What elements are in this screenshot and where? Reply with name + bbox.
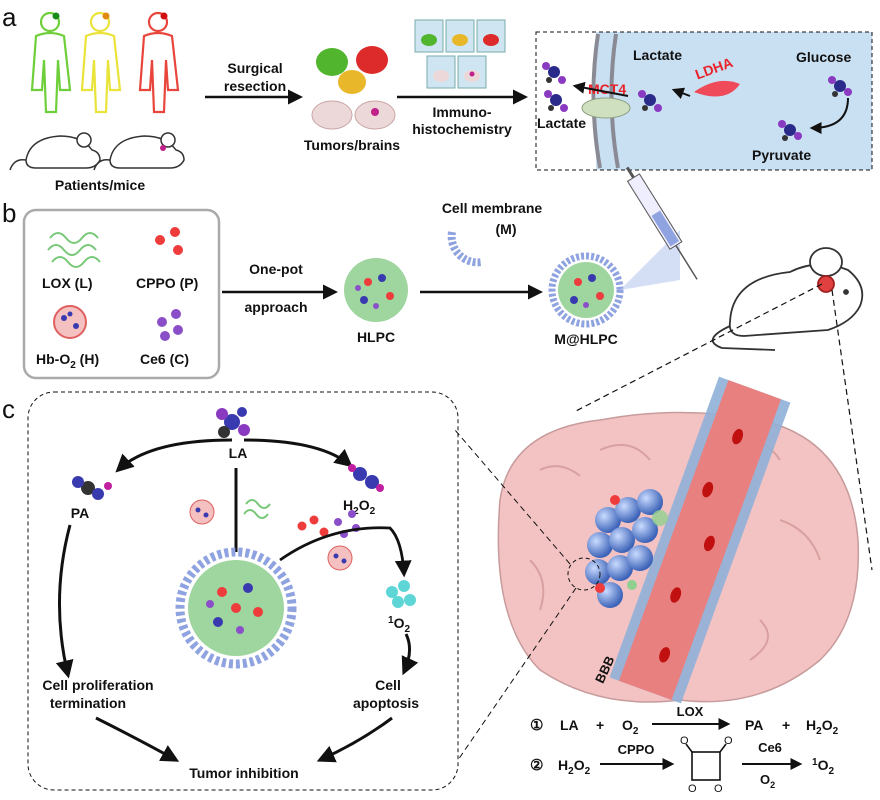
- released-components: [189, 499, 360, 571]
- extracellular-region: [536, 32, 596, 170]
- tumor-inhibition-label: Tumor inhibition: [189, 765, 298, 781]
- lactate-out-label: Lactate: [537, 115, 586, 131]
- eq1-o2: O2: [622, 717, 639, 737]
- mechanism-box: [27, 391, 459, 791]
- eq1-plus: +: [596, 717, 604, 733]
- patients-mice-label: Patients/mice: [55, 177, 145, 193]
- zoom-line-left: [573, 283, 823, 413]
- equation-1: ① LA + O2 LOX PA + H2O2: [530, 704, 839, 737]
- m-hlpc-nanoparticle: [548, 252, 624, 328]
- onepot-label: One-pot: [249, 261, 303, 277]
- patient-red-icon: [138, 11, 180, 114]
- tumor-samples: [311, 46, 396, 130]
- eq2-o2: O2: [760, 772, 775, 790]
- singlet-oxygen-label: 1O2: [388, 615, 410, 635]
- molecule-icons: [542, 62, 852, 141]
- hemoglobin-icon: [53, 305, 87, 339]
- lactic-acid-molecule: [216, 407, 250, 438]
- eq1-pa: PA: [745, 717, 763, 733]
- apoptosis-label: apoptosis: [353, 695, 419, 711]
- eq1-h2o2: H2O2: [806, 717, 839, 737]
- zoom-line-lower: [457, 587, 577, 761]
- tumor-cell-cluster: [585, 489, 668, 608]
- membrane-m-label: (M): [496, 221, 517, 237]
- hlpc-nanoparticle: [344, 258, 408, 322]
- eq2-ce6: Ce6: [758, 740, 782, 755]
- pyruvate-label: Pyruvate: [752, 147, 811, 163]
- export-arrow: [572, 81, 629, 97]
- proliferation-label: Cell proliferation: [42, 677, 153, 693]
- la-label: LA: [229, 445, 248, 461]
- glycolysis-arrow: [809, 97, 849, 134]
- mouse-icon: [9, 132, 101, 171]
- lactate-in-label: Lactate: [633, 47, 682, 63]
- tumors-brains-label: Tumors/brains: [304, 137, 400, 153]
- syringe-icon: [625, 166, 698, 280]
- eq2-h2o2: H2O2: [558, 757, 591, 777]
- singlet-oxygen-icon: [386, 580, 416, 608]
- ldha-arrow: [671, 87, 691, 99]
- ldha-enzyme: [694, 80, 740, 97]
- eq1-la: LA: [560, 717, 579, 733]
- panel-label-a: a: [2, 2, 17, 32]
- panel-label-b: b: [2, 198, 16, 228]
- zoom-cone: [620, 230, 680, 290]
- mct4-transporter: [581, 97, 631, 119]
- hb-label: Hb-O2 (H): [36, 351, 99, 371]
- ce6-icon: [157, 309, 183, 341]
- surgical-label: Surgical: [227, 60, 282, 76]
- resection-label: resection: [224, 78, 286, 94]
- cell-label: Cell: [375, 677, 401, 693]
- ihc-slides: [414, 19, 506, 89]
- mouse-large-icon: [711, 247, 864, 351]
- ce6-label: Ce6 (C): [140, 351, 189, 367]
- la-to-h2o2-arrow: [243, 438, 353, 468]
- mouse-icon: [93, 132, 185, 171]
- glucose-label: Glucose: [796, 49, 851, 65]
- termination-label: termination: [50, 695, 126, 711]
- immuno-label: Immuno-: [432, 104, 491, 120]
- approach-label: approach: [244, 299, 307, 315]
- dioxetanedione-structure: O O O O: [680, 735, 733, 795]
- patient-green-icon: [30, 11, 72, 114]
- zoom-line-right: [831, 289, 873, 571]
- eq1-number: ①: [530, 717, 543, 734]
- pa-to-termination-arrow: [55, 524, 74, 679]
- lox-label: LOX (L): [42, 275, 93, 291]
- h2o2-label: H2O2: [343, 497, 376, 517]
- panel-label-c: c: [2, 394, 15, 424]
- h2o2-molecule: [348, 464, 384, 492]
- patient-yellow-icon: [80, 11, 122, 114]
- hlpc-label: HLPC: [357, 329, 395, 345]
- pa-label: PA: [71, 505, 89, 521]
- eq1-plus2: +: [782, 717, 790, 733]
- svg-text:O: O: [714, 783, 723, 795]
- release-arrow: [279, 526, 412, 578]
- eq2-number: ②: [530, 757, 543, 774]
- nanoparticle-large: [175, 547, 297, 669]
- svg-text:O: O: [688, 783, 697, 795]
- membrane-label: Cell membrane: [442, 200, 543, 216]
- la-to-pa-arrow: [115, 438, 233, 473]
- equation-2: ② H2O2 CPPO O O O O Ce6 O2 1O2: [530, 735, 834, 795]
- blood-vessel: [609, 376, 791, 704]
- eq2-singlet-o2: 1O2: [812, 757, 834, 777]
- eq1-lox: LOX: [677, 704, 704, 719]
- histochemistry-label: histochemistry: [412, 121, 512, 137]
- svg-text:O: O: [724, 735, 733, 747]
- cppo-icon: [155, 227, 183, 255]
- pyruvic-acid-molecule: [72, 476, 112, 500]
- eq2-cppo: CPPO: [618, 742, 655, 757]
- m-hlpc-label: M@HLPC: [554, 331, 617, 347]
- lox-protein-icon: [47, 232, 101, 268]
- cell-membrane-icon: [447, 231, 483, 267]
- svg-text:O: O: [680, 735, 689, 747]
- termination-to-inhibition-arrow: [95, 716, 180, 762]
- apoptosis-to-inhibition-arrow: [316, 716, 393, 763]
- zoom-circle: [567, 557, 601, 591]
- cppo-label: CPPO (P): [136, 275, 198, 291]
- o2-to-apoptosis-arrow: [401, 633, 419, 676]
